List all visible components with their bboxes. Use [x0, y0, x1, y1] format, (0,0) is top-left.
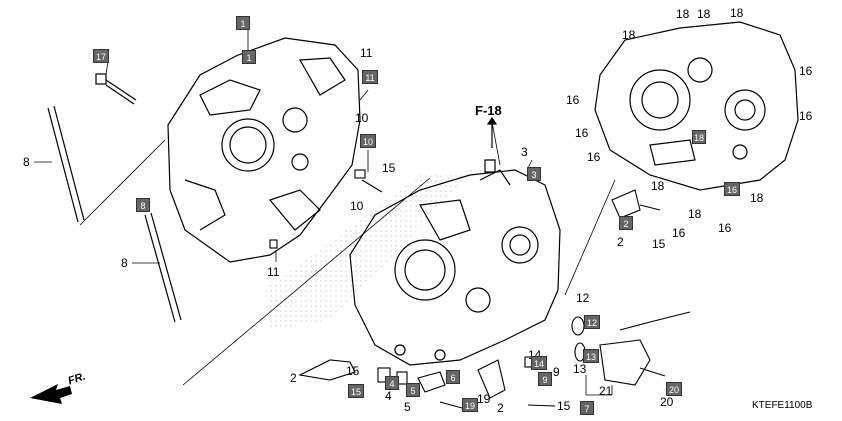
- callout-19-box[interactable]: 19: [462, 398, 478, 412]
- callout-18-label: 18: [651, 179, 665, 193]
- callout-20-label: 20: [660, 395, 674, 409]
- callout-8-label: 8: [121, 256, 128, 270]
- callout-1-box[interactable]: 1: [242, 50, 256, 64]
- callout-6-box[interactable]: 6: [446, 370, 460, 384]
- callout-13-box[interactable]: 13: [583, 349, 599, 363]
- callout-18-box[interactable]: 18: [692, 130, 706, 144]
- callout-20-box[interactable]: 20: [666, 382, 682, 396]
- callout-18-label: 18: [622, 28, 636, 42]
- left-crankcase: [167, 37, 361, 263]
- callout-7-box[interactable]: 7: [580, 401, 594, 415]
- callout-2-label: 2: [290, 371, 297, 385]
- callout-16-label: 16: [587, 150, 601, 164]
- callout-18-label: 18: [676, 7, 690, 21]
- callout-16-label: 16: [566, 93, 580, 107]
- reference-label[interactable]: F-18: [475, 103, 502, 118]
- small-hardware: [269, 169, 691, 409]
- watermark-dots: [265, 170, 475, 330]
- callout-14-box[interactable]: 14: [531, 356, 547, 370]
- callout-16-label: 16: [575, 126, 589, 140]
- callout-9-label: 9: [553, 365, 560, 379]
- callout-18-label: 18: [750, 191, 764, 205]
- bolt-17: [95, 73, 137, 105]
- callout-13-label: 13: [573, 362, 587, 376]
- callout-19-label: 19: [477, 392, 491, 406]
- callout-18-label: 18: [730, 6, 744, 20]
- callout-15-label: 15: [652, 237, 666, 251]
- callout-16-label: 16: [718, 221, 732, 235]
- right-crankcase: [349, 159, 561, 366]
- front-arrow-icon: [30, 384, 72, 404]
- callout-15-label: 15: [382, 161, 396, 175]
- callout-18-label: 18: [697, 7, 711, 21]
- callout-17-box[interactable]: 17: [93, 49, 109, 63]
- callout-15-label: 15: [346, 364, 360, 378]
- callout-10-box[interactable]: 10: [360, 134, 376, 148]
- callout-2-label: 2: [617, 235, 624, 249]
- callout-9-box[interactable]: 9: [538, 372, 552, 386]
- callout-3-label: 3: [521, 145, 528, 159]
- callout-2-box[interactable]: 2: [619, 216, 633, 230]
- f18-arrow: [486, 116, 498, 148]
- callout-16-label: 16: [799, 64, 813, 78]
- callout-12-box[interactable]: 12: [584, 315, 600, 329]
- callout-5-label: 5: [404, 400, 411, 414]
- callout-11-label: 11: [360, 46, 373, 60]
- callout-16-label: 16: [672, 226, 686, 240]
- callout-16-label: 16: [799, 109, 813, 123]
- callout-10-label: 10: [350, 199, 364, 213]
- leader-lines: [34, 30, 616, 396]
- diagram-code: KTEFE1100B: [752, 400, 813, 411]
- callout-8-box[interactable]: 8: [136, 198, 150, 212]
- callout-11-box[interactable]: 11: [362, 70, 378, 84]
- callout-15-label: 15: [557, 399, 571, 413]
- callout-4-box[interactable]: 4: [385, 376, 399, 390]
- callout-11-label: 11: [267, 265, 280, 279]
- right-crankcase-cover: [594, 21, 799, 191]
- callout-1-box[interactable]: 1: [236, 16, 250, 30]
- callout-10-label: 10: [355, 111, 369, 125]
- callout-4-label: 4: [385, 389, 392, 403]
- callout-18-label: 18: [688, 207, 702, 221]
- callout-21-label: 21: [599, 384, 613, 398]
- stud-bolts: [47, 105, 182, 323]
- callout-2-label: 2: [497, 401, 504, 415]
- callout-15-box[interactable]: 15: [348, 384, 364, 398]
- callout-12-label: 12: [576, 291, 590, 305]
- callout-5-box[interactable]: 5: [406, 383, 420, 397]
- callout-3-box[interactable]: 3: [527, 167, 541, 181]
- callout-16-box[interactable]: 16: [724, 182, 740, 196]
- callout-8-label: 8: [23, 155, 30, 169]
